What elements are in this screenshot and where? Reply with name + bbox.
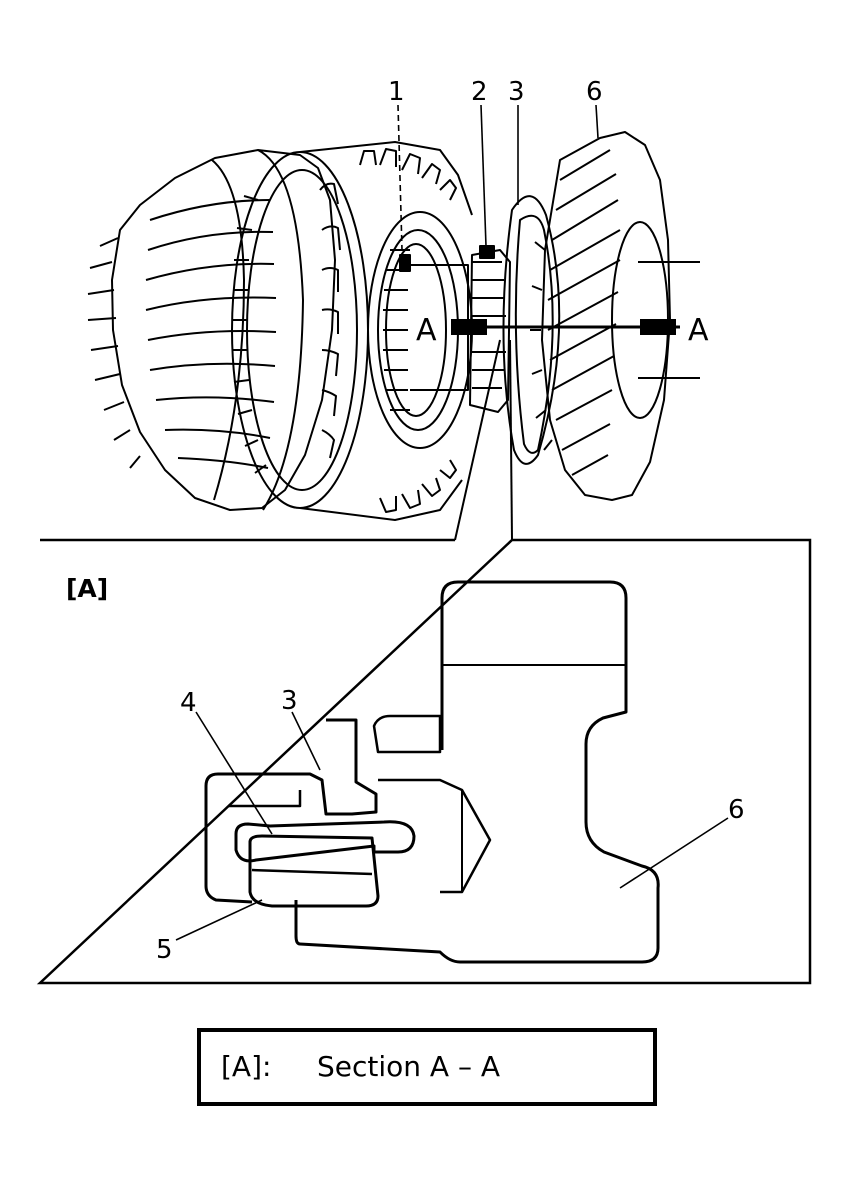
callout-3: 3 [508,77,525,107]
cross-section-drawing [204,580,660,964]
detail-callout-3: 3 [281,686,298,716]
right-helical-gear [530,131,671,501]
caption-value: Section A – A [317,1050,501,1083]
part-4-section [234,820,416,863]
detail-zoom-leaders [454,339,513,541]
middle-gear [231,141,473,521]
top-callout-labels: 1 2 3 6 A A [388,77,709,348]
gear-6-section [294,580,660,964]
callout-6: 6 [586,77,603,107]
section-line [451,319,680,335]
gear-assembly-illustration [87,104,700,541]
detail-title: [A] [66,574,108,603]
left-helical-gear [87,149,336,511]
detail-section-box: [A] 4 3 6 5 [36,538,812,985]
detail-callout-4: 4 [180,688,197,718]
callout-1: 1 [388,77,405,107]
ring-3-section [204,718,378,904]
top-callout-leaders [397,104,599,251]
detail-callout-6: 6 [728,795,745,825]
detail-callout-5: 5 [156,935,173,965]
detail-callout-leaders [175,711,729,941]
caption-box: [A]: Section A – A [197,1028,657,1106]
section-mark-left: A [416,313,437,348]
synchronizer-hub [469,245,511,413]
callout-2: 2 [471,77,488,107]
part-5-section [248,834,380,908]
thin-ring [502,195,561,465]
caption-key: [A]: [221,1050,272,1083]
section-mark-right: A [688,313,709,348]
